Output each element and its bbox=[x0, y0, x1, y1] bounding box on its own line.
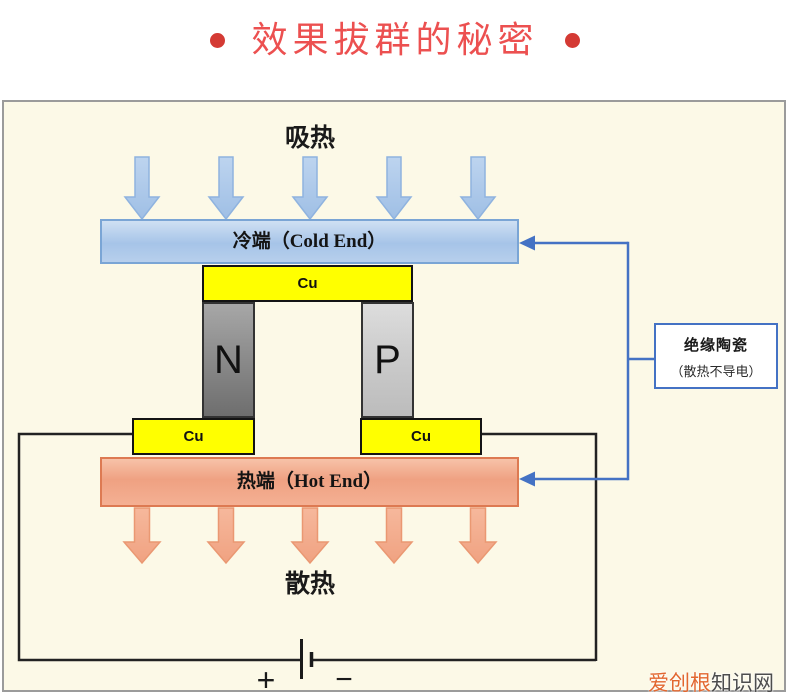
p-type-semiconductor: P bbox=[361, 302, 414, 418]
battery-plus-sign: + bbox=[257, 662, 276, 690]
heat-out-arrow-icon bbox=[122, 507, 162, 565]
heat-in-arrow-icon bbox=[375, 156, 413, 221]
heat-in-arrow-icon bbox=[459, 156, 497, 221]
ceramic-annotation-bracket bbox=[533, 241, 654, 481]
ceramic-note-title: 绝缘陶瓷 bbox=[683, 337, 748, 354]
title-bullet-left-icon bbox=[210, 32, 226, 48]
title-bullet-right-icon bbox=[564, 32, 580, 48]
cold-end-bar: 冷端（Cold End） bbox=[100, 219, 519, 264]
heat-out-arrow-icon bbox=[206, 507, 246, 565]
circuit-wires bbox=[17, 432, 598, 662]
copper-plate-top: Cu bbox=[202, 265, 413, 302]
heat-out-arrow-icon bbox=[290, 507, 330, 565]
page-title: 效果拔群的秘密 bbox=[0, 22, 790, 58]
hot-end-bar: 热端（Hot End） bbox=[100, 457, 519, 507]
watermark-brand: 爱创根 bbox=[648, 672, 711, 695]
heat-in-arrow-icon bbox=[123, 156, 161, 221]
heat-out-label: 散热 bbox=[284, 571, 335, 598]
watermark: 爱创根知识网 bbox=[648, 667, 774, 697]
n-type-semiconductor: N bbox=[202, 302, 255, 418]
heat-out-arrows bbox=[122, 507, 498, 565]
diagram-connector-layer: + − bbox=[17, 156, 654, 690]
copper-plate-bottom-left: Cu bbox=[132, 418, 255, 455]
peltier-diagram-panel: + − 吸热 冷端（Cold End） Cu N P Cu Cu 热端（Hot … bbox=[2, 100, 786, 695]
cold-end-arrowhead-icon bbox=[519, 235, 535, 251]
circuit-wire-right bbox=[482, 432, 598, 661]
heat-in-arrows bbox=[123, 156, 497, 221]
page-title-text: 效果拔群的秘密 bbox=[251, 19, 539, 60]
watermark-site: 知识网 bbox=[711, 672, 774, 695]
ceramic-note-box: 绝缘陶瓷 （散热不导电） bbox=[654, 323, 778, 389]
hot-end-arrowhead-icon bbox=[519, 471, 535, 487]
heat-out-arrow-icon bbox=[374, 507, 414, 565]
battery-minus-sign: − bbox=[335, 663, 353, 690]
heat-in-arrow-icon bbox=[291, 156, 329, 221]
ceramic-note-subtitle: （散热不导电） bbox=[670, 364, 762, 379]
heat-out-arrow-icon bbox=[458, 507, 498, 565]
circuit-wire-left bbox=[17, 432, 300, 662]
battery-symbol bbox=[300, 639, 314, 679]
heat-in-label: 吸热 bbox=[284, 125, 335, 152]
copper-plate-bottom-right: Cu bbox=[360, 418, 482, 455]
heat-in-arrow-icon bbox=[207, 156, 245, 221]
